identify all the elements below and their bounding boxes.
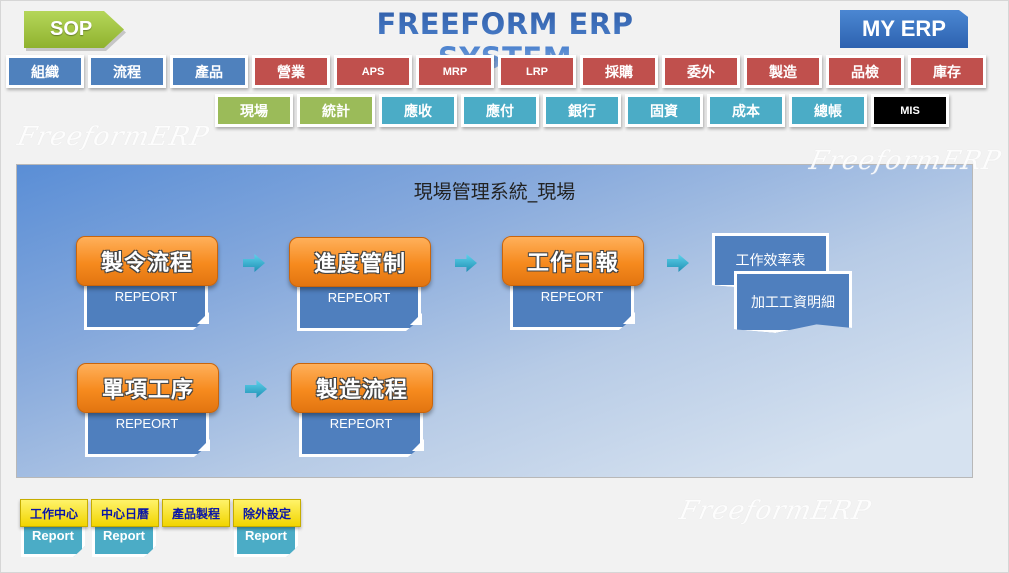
module-tile[interactable]: MRP xyxy=(416,55,494,88)
module-tile[interactable]: 品檢 xyxy=(826,55,904,88)
process-button[interactable]: 製令流程 xyxy=(76,236,218,286)
module-tile[interactable]: APS xyxy=(334,55,412,88)
watermark-logo: FreeformERP xyxy=(14,122,212,152)
process-button[interactable]: 單項工序 xyxy=(77,363,219,413)
module-tile[interactable]: LRP xyxy=(498,55,576,88)
process-node-single-operation: REPEORT 單項工序 xyxy=(77,363,222,458)
module-tile-label[interactable]: 應付 xyxy=(464,97,536,124)
module-tile-label[interactable]: 總帳 xyxy=(792,97,864,124)
module-tile[interactable]: 現場 xyxy=(215,94,293,127)
watermark-logo: FreeformERP xyxy=(676,496,874,526)
process-button[interactable]: 工作日報 xyxy=(502,236,644,286)
module-tile[interactable]: 採購 xyxy=(580,55,658,88)
report-processing-wage-detail[interactable]: 加工工資明細 xyxy=(734,271,852,333)
module-tile-label[interactable]: 產品 xyxy=(173,58,245,85)
report-label: REPEORT xyxy=(329,416,393,431)
module-tile[interactable]: 應付 xyxy=(461,94,539,127)
panel-title: 現場管理系統_現場 xyxy=(413,181,576,203)
exclusion-settings-button[interactable]: 除外設定 xyxy=(233,499,301,527)
module-tile[interactable]: 流程 xyxy=(88,55,166,88)
module-tile[interactable]: 組織 xyxy=(6,55,84,88)
work-center-report[interactable]: Report xyxy=(21,521,85,557)
module-tile-label[interactable]: 固資 xyxy=(628,97,700,124)
module-tile[interactable]: 應收 xyxy=(379,94,457,127)
report-label: REPEORT xyxy=(114,289,178,304)
center-calendar-report[interactable]: Report xyxy=(92,521,156,557)
report-label: REPEORT xyxy=(327,290,391,305)
product-routing-button[interactable]: 產品製程 xyxy=(162,499,230,527)
report-label: REPEORT xyxy=(540,289,604,304)
center-calendar-button[interactable]: 中心日曆 xyxy=(91,499,159,527)
module-tile-label[interactable]: 應收 xyxy=(382,97,454,124)
module-tile-label[interactable]: LRP xyxy=(501,58,573,85)
module-tile-label[interactable]: MIS xyxy=(874,97,946,124)
module-tile-label[interactable]: 採購 xyxy=(583,58,655,85)
module-tile[interactable]: 固資 xyxy=(625,94,703,127)
module-tile-label[interactable]: APS xyxy=(337,58,409,85)
module-tile-label[interactable]: 流程 xyxy=(91,58,163,85)
report-work-efficiency[interactable]: 工作效率表 xyxy=(712,233,829,288)
module-tile-label[interactable]: 品檢 xyxy=(829,58,901,85)
work-center-button[interactable]: 工作中心 xyxy=(20,499,88,527)
module-tile[interactable]: MIS xyxy=(871,94,949,127)
my-erp-button[interactable]: MY ERP xyxy=(840,10,968,48)
module-tile-label[interactable]: 委外 xyxy=(665,58,737,85)
watermark-logo: FreeformERP xyxy=(806,146,1004,176)
module-tile[interactable]: 營業 xyxy=(252,55,330,88)
module-tile-label[interactable]: 營業 xyxy=(255,58,327,85)
process-button[interactable]: 進度管制 xyxy=(289,237,431,287)
module-nav-row-2: 現場統計應收應付銀行固資成本總帳 MIS xyxy=(215,94,949,127)
module-tile-label[interactable]: 庫存 xyxy=(911,58,983,85)
module-tile-label[interactable]: MRP xyxy=(419,58,491,85)
module-tile[interactable]: 庫存 xyxy=(908,55,986,88)
sop-button[interactable]: SOP xyxy=(24,11,124,48)
exclusion-settings-report[interactable]: Report xyxy=(234,521,298,557)
module-tile[interactable]: 銀行 xyxy=(543,94,621,127)
module-tile[interactable]: 總帳 xyxy=(789,94,867,127)
report-label: REPEORT xyxy=(115,416,179,431)
process-node-manufacturing-flow: REPEORT 製造流程 xyxy=(291,363,436,458)
module-tile-label[interactable]: 銀行 xyxy=(546,97,618,124)
module-tile[interactable]: 成本 xyxy=(707,94,785,127)
process-button[interactable]: 製造流程 xyxy=(291,363,433,413)
module-tile[interactable]: 統計 xyxy=(297,94,375,127)
module-tile[interactable]: 委外 xyxy=(662,55,740,88)
process-node-daily-work-report: REPEORT 工作日報 xyxy=(502,236,647,331)
process-node-progress-control: REPEORT 進度管制 xyxy=(289,237,434,332)
module-tile-label[interactable]: 統計 xyxy=(300,97,372,124)
module-tile-label[interactable]: 現場 xyxy=(218,97,290,124)
module-tile-label[interactable]: 成本 xyxy=(710,97,782,124)
process-node-work-order-flow: REPEORT 製令流程 xyxy=(76,236,221,331)
module-tile-label[interactable]: 製造 xyxy=(747,58,819,85)
module-tile-label[interactable]: 組織 xyxy=(9,58,81,85)
module-nav-row-1: 組織流程產品營業 APS MRP LRP 採購委外製造品檢庫存 xyxy=(6,55,986,88)
module-tile[interactable]: 產品 xyxy=(170,55,248,88)
module-tile[interactable]: 製造 xyxy=(744,55,822,88)
stacked-reports: 工作效率表 加工工資明細 xyxy=(712,233,862,338)
